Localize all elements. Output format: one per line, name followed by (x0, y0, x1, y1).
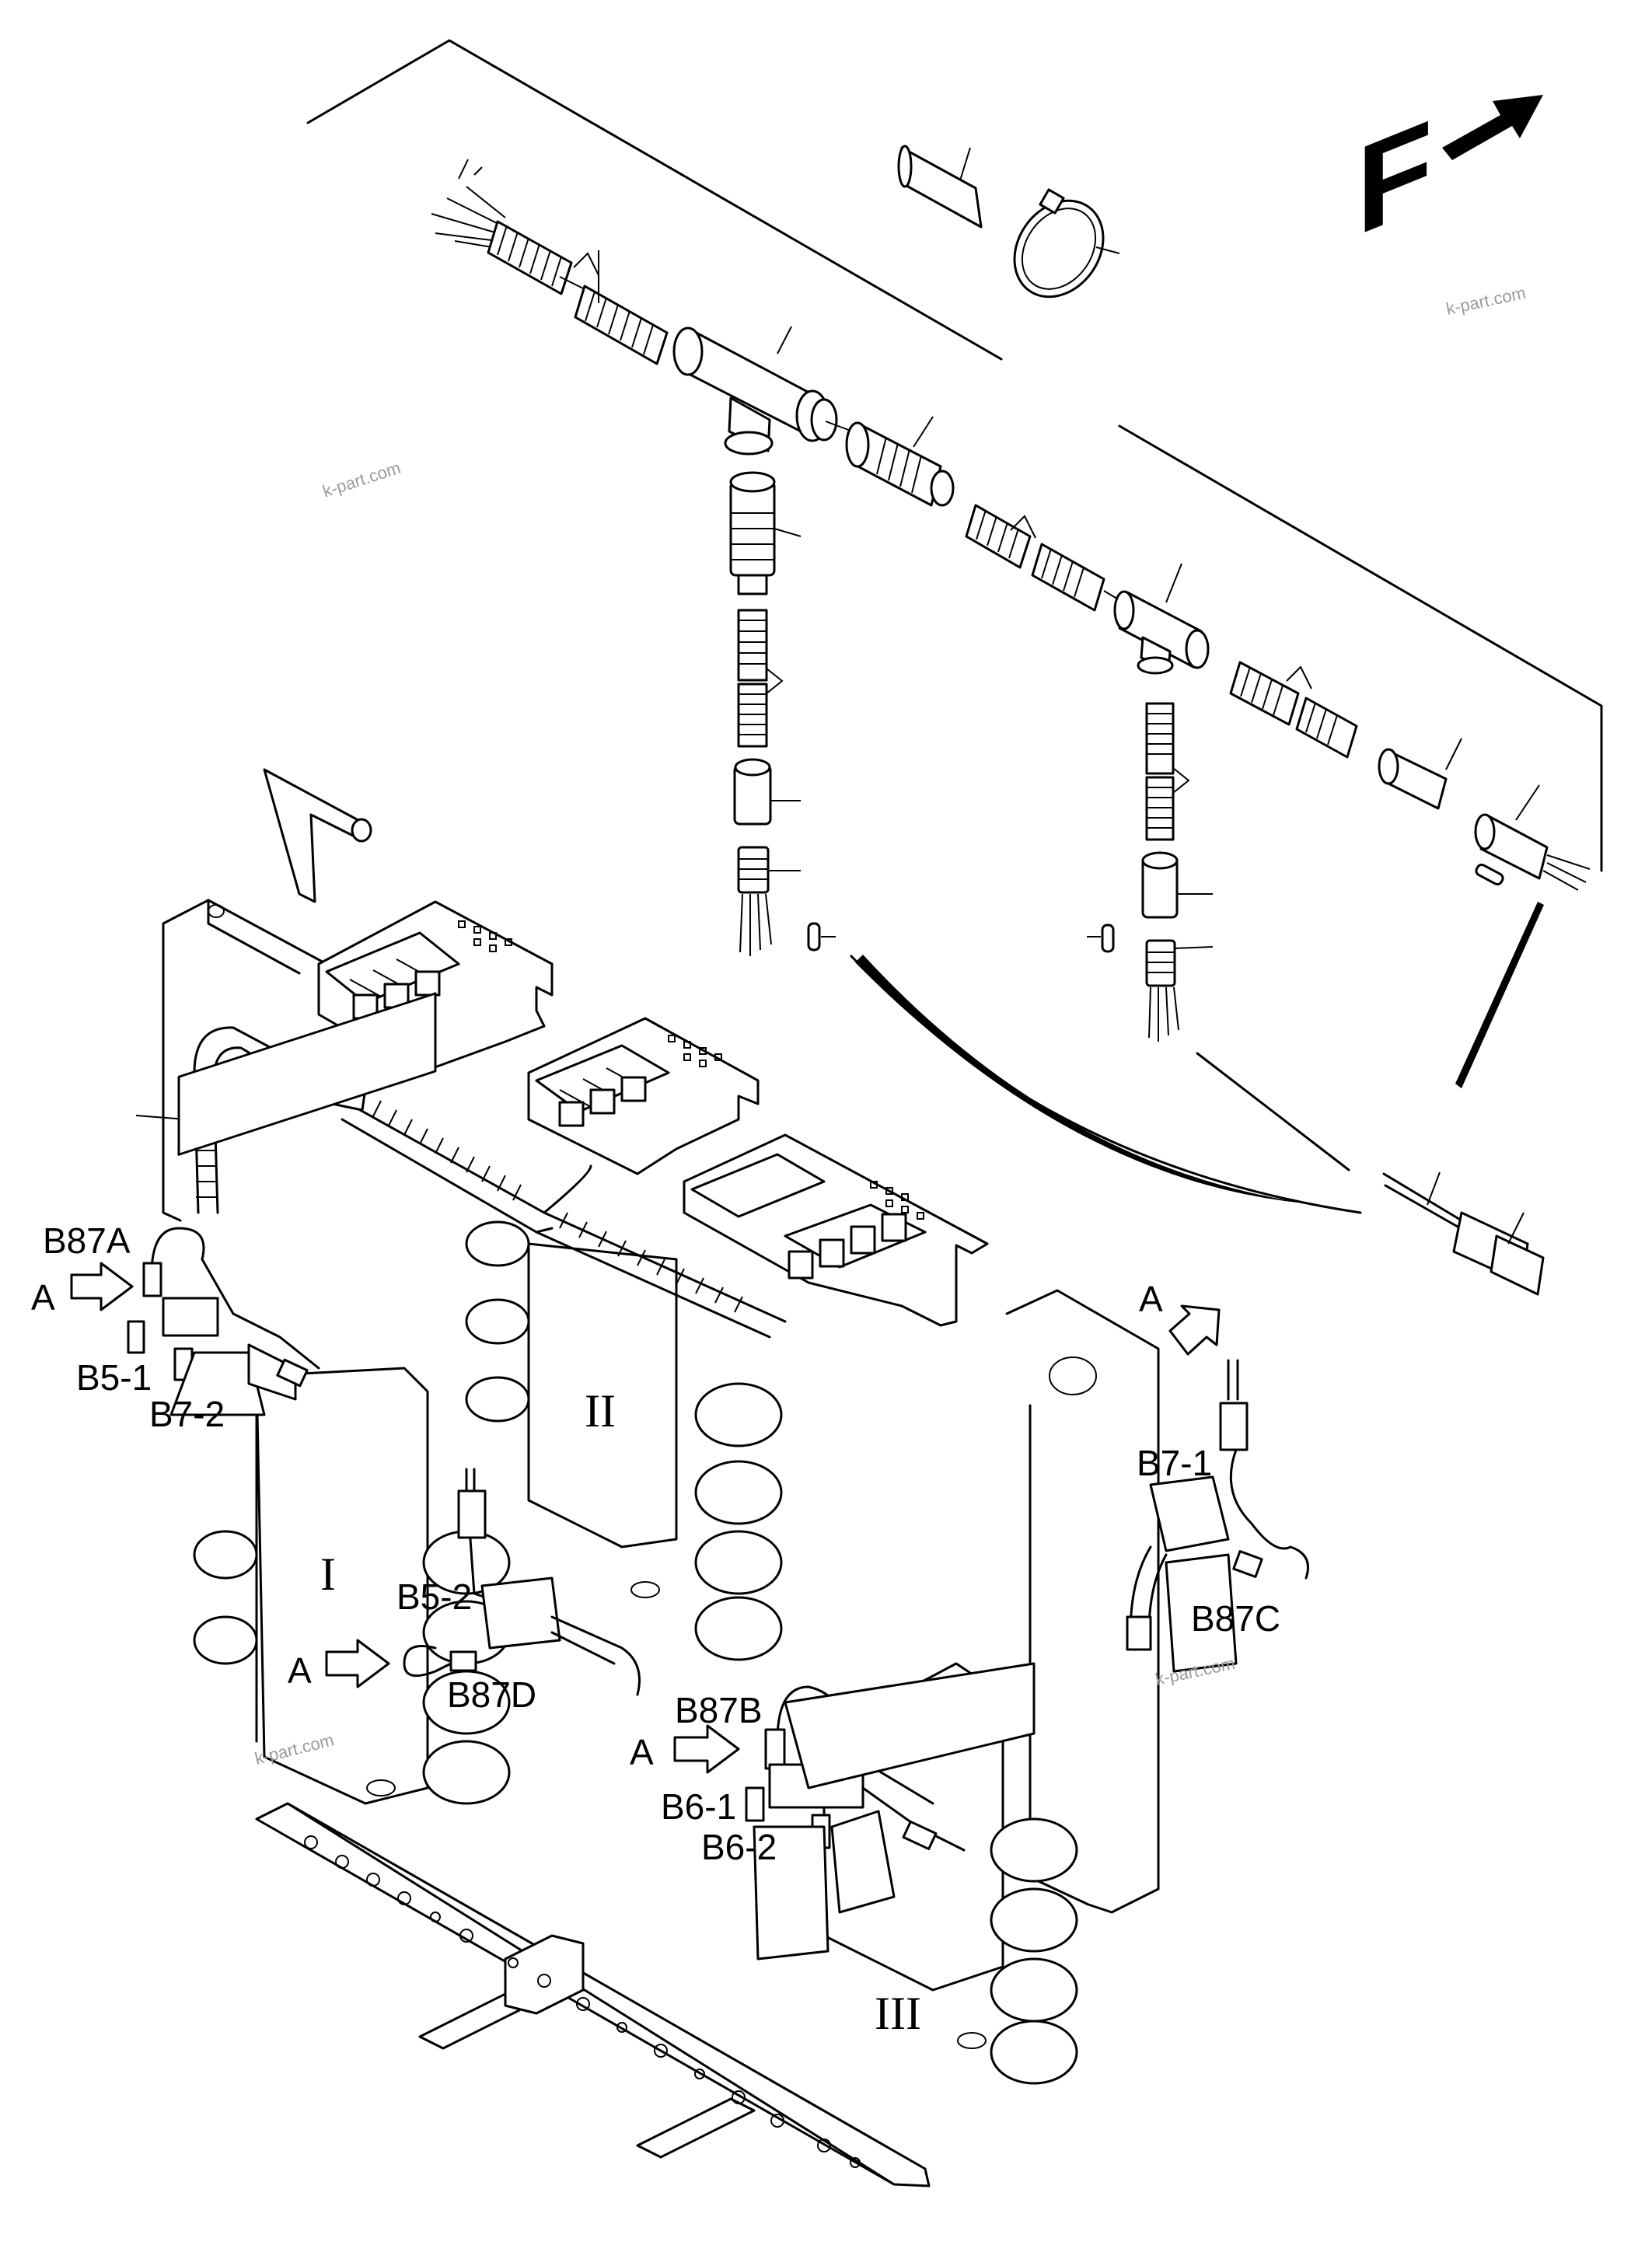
view-marker-label: A (288, 1650, 312, 1691)
pin-middle (1087, 924, 1115, 953)
direction-letter: F (1357, 93, 1433, 262)
corrugated-tube-4 (1031, 543, 1105, 612)
split-arrow-2 (1010, 515, 1036, 539)
view-marker-a-4: A (630, 1724, 740, 1774)
harness-link-sweep (855, 955, 1306, 1203)
sensor-b7-1-b87c (1126, 1359, 1309, 1673)
corrugated-tube-3 (965, 504, 1032, 569)
grommet-right (1378, 738, 1462, 810)
connector-sleeve-1 (845, 416, 955, 507)
view-arrow-icon (673, 1724, 740, 1774)
view-marker-label: A (31, 1277, 55, 1318)
view-marker-a-1: A (31, 1262, 134, 1318)
label-b87c: B87C (1191, 1598, 1280, 1639)
control-lever (263, 768, 372, 903)
valve-section-label-3: III (875, 1988, 921, 2039)
t-connector-1 (672, 326, 864, 456)
bracket-3 (683, 1133, 989, 1327)
panel-holes (304, 1835, 861, 2168)
t-connector-2 (1113, 563, 1210, 675)
watermark-1: k-part.com (1444, 283, 1528, 319)
connector-block-2 (535, 1044, 670, 1127)
pin-left (807, 922, 836, 951)
label-b6-1: B6-1 (661, 1786, 736, 1827)
sensor-b87a (127, 992, 437, 1416)
harness-wire-end-left (431, 159, 506, 250)
corrugated-tube-6 (1295, 697, 1358, 759)
grommet-vertical-1 (733, 758, 801, 826)
label-b6-2: B6-2 (701, 1827, 777, 1867)
corrugated-tube-2 (559, 276, 669, 365)
end-connector (1382, 1171, 1545, 1296)
valve-section-2 (465, 1220, 783, 1661)
direction-marker: F (1357, 93, 1543, 263)
label-b7-2: B7-2 (149, 1394, 225, 1434)
callout-labels: B87A B5-1 B7-2 B7-1 B87C B5-2 B87D B87B … (43, 1220, 1280, 1867)
valve-section-3 (823, 1662, 1078, 2085)
corrugated-tube-v1 (737, 609, 784, 748)
grommet-vertical-2 (1141, 851, 1213, 919)
label-b5-2: B5-2 (396, 1576, 472, 1617)
connector-vertical-2 (1145, 939, 1214, 1042)
tape-part (897, 145, 983, 229)
view-arrow-icon (1168, 1304, 1221, 1356)
valve-section-label-1: I (320, 1548, 336, 1600)
split-arrow-1 (573, 252, 599, 276)
label-b87d: B87D (447, 1674, 536, 1715)
watermark-2: k-part.com (320, 458, 403, 501)
direction-arrow-icon (1442, 95, 1543, 160)
split-arrow-3 (1286, 665, 1312, 690)
connector-block-3 (690, 1153, 927, 1280)
view-marker-label: A (630, 1732, 654, 1772)
view-marker-label: A (1139, 1279, 1163, 1319)
harness-link-right (1455, 902, 1544, 1088)
sensor-b87b-b6 (745, 1662, 1036, 1960)
bracket-2 (527, 1017, 760, 1175)
label-b87a: B87A (43, 1220, 131, 1261)
connector-vertical-1 (737, 846, 801, 956)
harness-link-curve (850, 955, 1362, 1214)
valve-section-label-2: II (585, 1385, 616, 1437)
label-b7-1: B7-1 (1137, 1443, 1212, 1483)
exploded-harness-panel: F (306, 39, 1603, 1042)
pin-right (1475, 863, 1504, 886)
view-arrow-icon (325, 1639, 390, 1688)
label-b87b: B87B (675, 1690, 763, 1730)
valve-assembly: I II III (127, 768, 1309, 2187)
sensor-b5-2-b87d (403, 1468, 641, 1696)
corrugated-tube-v2 (1145, 702, 1190, 841)
corrugated-tube-1 (487, 220, 573, 295)
connector-block-1 (325, 931, 460, 1020)
plug-vertical-1 (729, 471, 802, 595)
cable-tie-part (1013, 188, 1120, 299)
view-marker-a-2: A (1139, 1279, 1221, 1356)
connector-right (1474, 784, 1591, 891)
view-arrow-icon (70, 1262, 134, 1311)
bottom-panel (255, 1802, 931, 2187)
view-marker-a-3: A (288, 1639, 390, 1691)
corrugated-tube-5 (1229, 661, 1300, 726)
watermark-4: k-part.com (253, 1730, 336, 1768)
label-b5-1: B5-1 (76, 1357, 152, 1398)
